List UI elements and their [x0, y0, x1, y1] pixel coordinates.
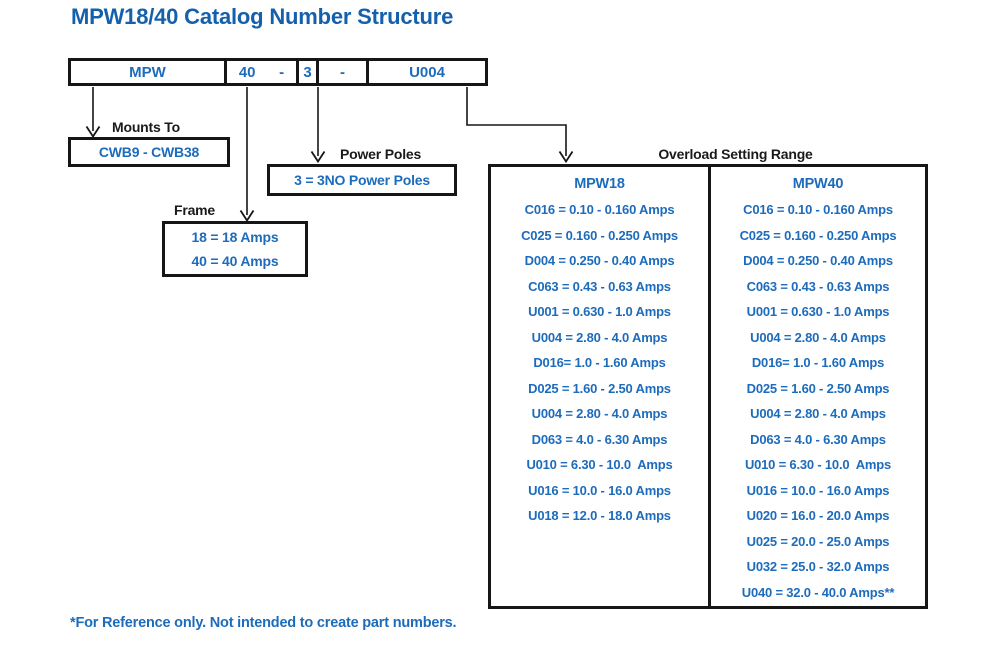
overload-setting-range-label: Overload Setting Range	[658, 146, 813, 162]
overload-row: U032 = 25.0 - 32.0 Amps	[746, 559, 890, 574]
overload-row: U025 = 20.0 - 25.0 Amps	[746, 533, 890, 549]
overload-row: D063 = 4.0 - 6.30 Amps	[750, 431, 886, 447]
overload-row: U004 = 2.80 - 4.0 Amps	[750, 406, 886, 421]
overload-row: D063 = 4.0 - 6.30 Amps	[531, 431, 668, 447]
overload-row: U001 = 0.630 - 1.0 Amps	[528, 304, 671, 319]
overload-row: U004 = 2.80 - 4.0 Amps	[750, 329, 886, 345]
page-title: MPW18/40 Catalog Number Structure	[71, 4, 454, 29]
overload-row: U004 = 2.80 - 4.0 Amps	[531, 329, 668, 345]
overload-row: U004 = 2.80 - 4.0 Amps	[531, 406, 668, 421]
overload-row: D025 = 1.60 - 2.50 Amps	[746, 380, 890, 396]
overload-row: U010 = 6.30 - 10.0 Amps	[744, 457, 892, 472]
power-poles-box: 3 = 3NO Power Poles	[267, 164, 457, 196]
overload-row: U018 = 12.0 - 18.0 Amps	[528, 508, 671, 523]
column-header: MPW18	[574, 176, 625, 192]
catalog-number-box: MPW 40 - 3 - U004	[68, 58, 488, 86]
overload-row: D016= 1.0 - 1.60 Amps	[751, 355, 885, 370]
overload-row: C063 = 0.43 - 0.63 Amps	[528, 278, 671, 294]
catalog-segment-separator: -	[316, 61, 366, 83]
overload-row: U040 = 32.0 - 40.0 Amps**	[741, 584, 895, 600]
dash-separator: -	[340, 63, 345, 81]
overload-row: U016 = 10.0 - 16.0 Amps	[528, 482, 671, 498]
overload-row: C025 = 0.160 - 0.250 Amps	[739, 227, 897, 243]
overload-row: D016= 1.0 - 1.60 Amps	[533, 355, 666, 370]
arrowhead-mounts-to-icon	[85, 126, 101, 139]
overload-row: U010 = 6.30 - 10.0 Amps	[526, 457, 673, 472]
catalog-segment-overload: U004	[366, 61, 485, 83]
frame-label: Frame	[174, 202, 216, 218]
catalog-segment-series: MPW	[71, 61, 224, 83]
frame-option: 40 = 40 Amps	[191, 253, 279, 269]
reference-footnote: *For Reference only. Not intended to cre…	[70, 615, 457, 631]
mounts-to-value: CWB9 - CWB38	[98, 144, 200, 160]
mounts-to-label: Mounts To	[112, 119, 180, 135]
catalog-segment-poles: 3	[296, 61, 316, 83]
overload-code: U004	[409, 63, 445, 81]
overload-row: D025 = 1.60 - 2.50 Amps	[528, 380, 671, 396]
mounts-to-box: CWB9 - CWB38	[68, 137, 230, 167]
frame-option: 18 = 18 Amps	[191, 229, 279, 245]
power-poles-label: Power Poles	[340, 146, 422, 162]
overload-row: D004 = 0.250 - 0.40 Amps	[524, 253, 675, 268]
frame-box: 18 = 18 Amps 40 = 40 Amps	[162, 221, 308, 277]
poles-code: 3	[303, 63, 312, 81]
power-poles-value: 3 = 3NO Power Poles	[294, 172, 430, 188]
overload-row: C016 = 0.10 - 0.160 Amps	[524, 202, 675, 217]
dash-separator: -	[279, 63, 285, 81]
overload-row: C063 = 0.43 - 0.63 Amps	[746, 278, 890, 294]
overload-row: C025 = 0.160 - 0.250 Amps	[521, 227, 678, 243]
arrowhead-power-poles-icon	[310, 151, 326, 164]
catalog-segment-frame: 40 -	[224, 61, 296, 83]
overload-row: U001 = 0.630 - 1.0 Amps	[746, 304, 890, 319]
overload-row: U016 = 10.0 - 16.0 Amps	[746, 482, 890, 498]
column-header: MPW40	[792, 176, 844, 192]
series-code: MPW	[129, 63, 166, 81]
overload-row: U020 = 16.0 - 20.0 Amps	[746, 508, 890, 523]
arrowhead-frame-icon	[239, 210, 255, 223]
overload-row: C016 = 0.10 - 0.160 Amps	[743, 202, 893, 217]
frame-code: 40	[238, 63, 256, 81]
overload-row: D004 = 0.250 - 0.40 Amps	[743, 253, 893, 268]
